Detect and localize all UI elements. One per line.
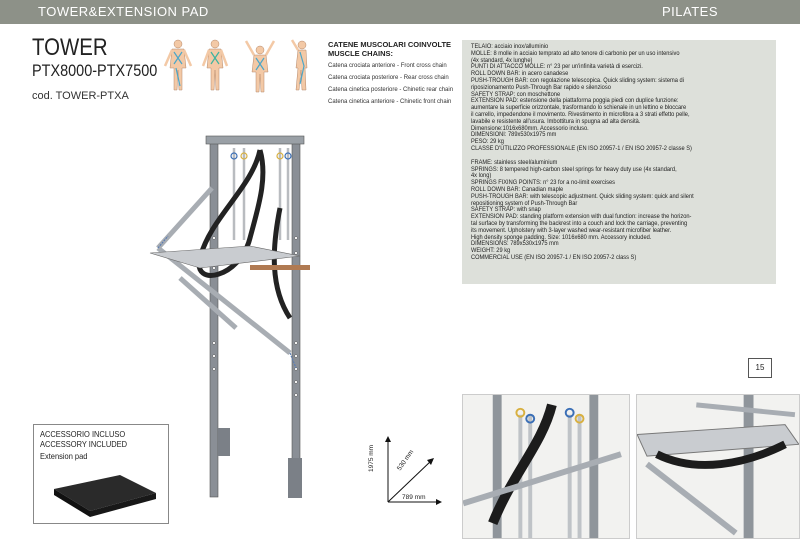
accessory-box: ACCESSORIO INCLUSO ACCESSORY INCLUDED Ex… [33,424,169,524]
accessory-line-it: ACCESSORIO INCLUSO [40,429,126,439]
page-number: 15 [748,358,772,378]
figure-side [290,39,308,91]
spec-line-en: SAFETY STRAP: with snap [471,206,541,214]
detail-photo-platform [636,394,800,539]
spec-line-it: lavabile e resistente all'usura. Imbotti… [471,117,641,125]
muscle-chains-list: CATENE MUSCOLARI COINVOLTE MUSCLE CHAINS… [328,40,458,106]
dimension-diagram [385,436,442,505]
accessory-name: Extension pad [40,451,88,461]
header-bar: TOWER&EXTENSION PAD PILATES [0,0,800,24]
spec-line-en: WEIGHT: 29 kg [471,247,511,255]
figure-rear-cross [201,39,229,91]
spec-line-it: ROLL DOWN BAR: in acero canadese [471,70,569,78]
spec-line-it: CLASSE D'UTILIZZO PROFESSIONALE (EN ISO … [471,144,692,152]
extension-pad-image [54,475,156,517]
chain-item: Catena cinetica posteriore - Chinetic re… [328,87,454,93]
spec-line-en: DIMENSIONS: 789x530x1975 mm [471,240,559,248]
chain-item: Catena crociata anteriore - Front cross … [328,63,447,69]
spec-line-en: FRAME: stainless steel/aluminium [471,158,558,166]
dim-height: 1975 mm [368,444,375,472]
chains-heading-it: CATENE MUSCOLARI COINVOLTE [328,40,452,49]
spec-line-en: its movement. Upholstery with 3-layer wa… [471,226,672,234]
spec-line-en: COMMERCIAL USE (EN ISO 20957-1 / EN ISO … [471,253,637,261]
specifications-panel: TELAIO: acciaio inox/alluminio MOLLE: 8 … [462,40,776,284]
spec-line-en: repositioning system of Push-Through Bar [471,199,578,207]
spec-line-it: Dimensione:1016x680mm. Accessorio inclus… [471,124,589,132]
spec-line-it: PUSH-TROUGH BAR: con regolazione telesco… [471,76,684,84]
spec-line-it: (4x standard, 4x lunghe) [471,56,533,64]
spec-line-it: aumentare la superficie orizzontale, tra… [471,104,687,112]
spec-line-it: SAFETY STRAP: con moschettone [471,90,561,98]
spec-line-en: SPRINGS FIXING POINTS: n° 23 for a no-li… [471,179,615,187]
spec-line-it: TELAIO: acciaio inox/alluminio [471,43,549,50]
tower-illustration [149,135,310,498]
spec-line-en: PUSH-TROUGH BAR: with telescopic adjustm… [471,192,694,200]
product-code: cod. TOWER-PTXA [32,90,129,102]
header-left-title: TOWER&EXTENSION PAD [38,4,209,19]
spec-line-it: riposizionamento Push-Through Bar rapido… [471,83,611,91]
accessory-line-en: ACCESSORY INCLUDED [40,439,128,449]
spec-line-en: ROLL DOWN BAR: Canadian maple [471,185,564,193]
spec-line-en: 4x long) [471,172,492,180]
product-models: PTX8000-PTX7500 [32,61,158,80]
spec-line-it: DIMENSIONI: 789x530x1975 mm [471,131,557,139]
spec-line-it: PESO: 29 kg [471,138,504,146]
figure-arms-up [244,40,276,93]
spec-line-en: SPRINGS: 8 tempered high-carbon steel sp… [471,165,677,173]
spec-line-it: EXTENSION PAD: estensione della piattafo… [471,97,679,105]
figure-front-cross [163,39,193,91]
dim-width: 789 mm [402,494,426,501]
chain-item: Catena crociata posteriore - Rear cross … [328,75,449,81]
spec-line-it: PUNTI DI ATTACCO MOLLE: n° 23 per un'inf… [471,63,643,71]
spec-line-en: High density sponge padding. Size: 1016x… [471,233,652,241]
spec-line-en: EXTENSION PAD: standing platform extensi… [471,213,692,221]
spec-line-en: tal surface by transforming the backrest… [471,219,688,227]
spec-line-it: MOLLE: 8 molle in acciaio temprato ad al… [471,49,680,57]
chains-heading-en: MUSCLE CHAINS: [328,49,393,58]
detail-photo-springs [462,394,630,539]
header-right-title: PILATES [661,4,718,19]
muscle-chain-figures [163,39,308,93]
spec-line-it: il carrello, impedendone il movimento. R… [471,110,690,118]
product-name: TOWER [32,34,108,61]
chain-item: Catena cinetica anteriore - Chinetic fro… [328,99,452,105]
product-title-block: TOWER PTX8000-PTX7500 [32,36,179,81]
